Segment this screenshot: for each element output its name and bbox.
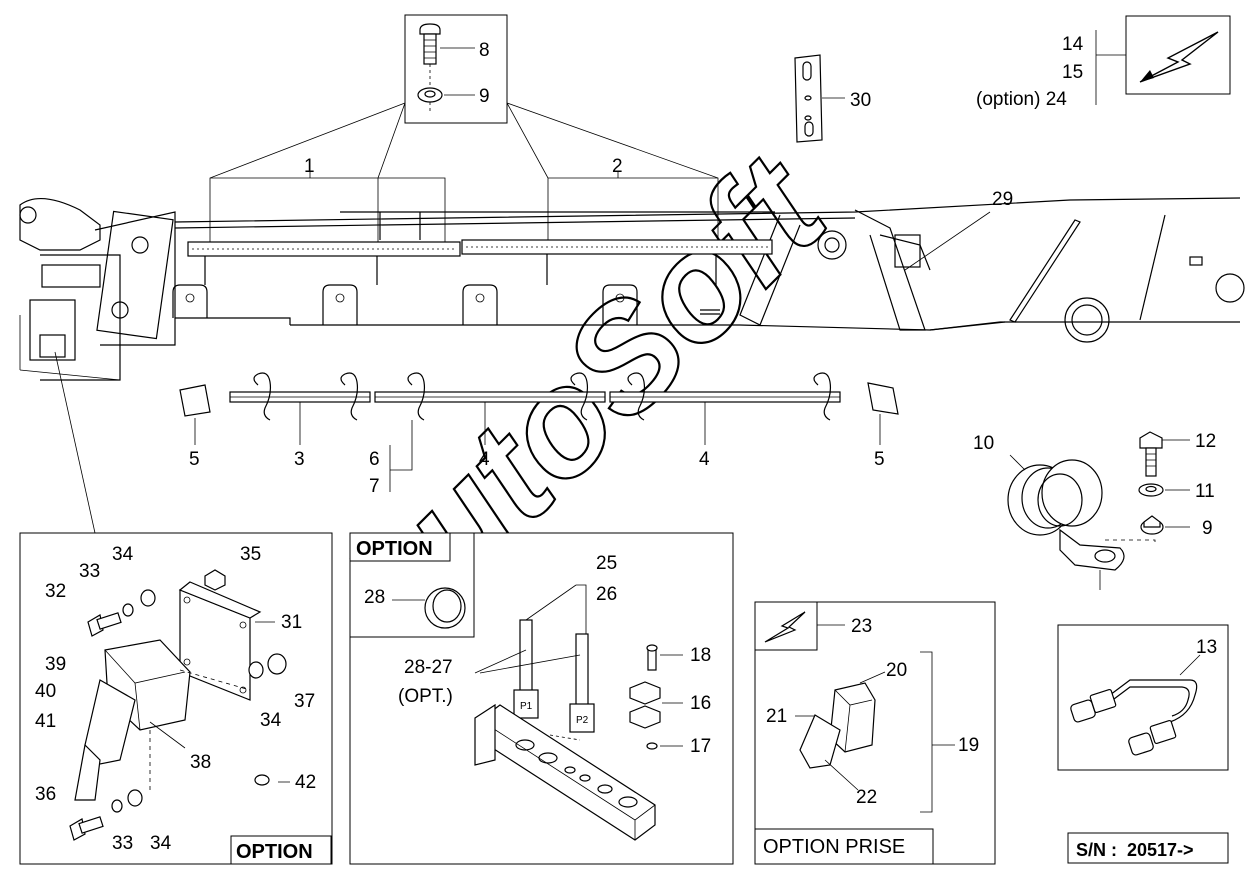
- option-label-left: OPTION: [236, 841, 313, 863]
- callout-18: 18: [690, 645, 711, 666]
- callout-23: 23: [851, 616, 872, 637]
- callout-30: 30: [850, 90, 871, 111]
- clamp-assembly: [1007, 431, 1190, 590]
- callout-5-left: 5: [189, 449, 200, 470]
- callout-17: 17: [690, 736, 711, 757]
- tag-p2: P2: [576, 715, 589, 726]
- callout-41: 41: [35, 711, 56, 732]
- callout-19: 19: [958, 735, 979, 756]
- boom-assembly: [19, 197, 1245, 381]
- callout-36: 36: [35, 784, 56, 805]
- callout-40: 40: [35, 681, 56, 702]
- callout-4-left: 4: [479, 449, 490, 470]
- callout-33-bottom: 33: [112, 833, 133, 854]
- callout-20: 20: [886, 660, 907, 681]
- callout-39: 39: [45, 654, 66, 675]
- callout-28-27: 28-27: [404, 657, 453, 678]
- callout-26: 26: [596, 584, 617, 605]
- callout-24-option: (option) 24: [976, 89, 1067, 110]
- callout-11: 11: [1195, 481, 1215, 502]
- option-prise-panel: [754, 601, 996, 865]
- callout-37: 37: [294, 691, 315, 712]
- callout-8: 8: [479, 40, 490, 61]
- callout-42: 42: [295, 772, 316, 793]
- strip-parts: [179, 372, 899, 492]
- callout-32: 32: [45, 581, 66, 602]
- plate-30: [794, 54, 845, 143]
- callout-numbers: 1 2 8 9 30 14 15 (option) 24 29 5 3 6 7 …: [35, 34, 1217, 854]
- callout-10: 10: [973, 433, 994, 454]
- callout-2: 2: [612, 156, 623, 177]
- middle-option-panel: [349, 532, 734, 865]
- callout-35: 35: [240, 544, 261, 565]
- tag-p1: P1: [520, 701, 533, 712]
- callout-31: 31: [281, 612, 302, 633]
- callout-4-right: 4: [699, 449, 710, 470]
- serial-box: [1067, 832, 1229, 864]
- callout-15: 15: [1062, 62, 1083, 83]
- left-option-panel: [19, 351, 333, 865]
- callout-33-top: 33: [79, 561, 100, 582]
- callout-25: 25: [596, 553, 617, 574]
- option-prise-label: OPTION PRISE: [763, 836, 905, 858]
- callout-9-right: 9: [1202, 518, 1213, 539]
- serial-number-label: S/N : 20517->: [1076, 840, 1194, 860]
- callout-9-top: 9: [479, 86, 490, 107]
- option-label-middle: OPTION: [356, 538, 433, 560]
- callout-22: 22: [856, 787, 877, 808]
- callout-3: 3: [294, 449, 305, 470]
- callout-7: 7: [369, 476, 380, 497]
- callout-28: 28: [364, 587, 385, 608]
- callout-opt: (OPT.): [398, 686, 453, 707]
- callout-34-bottom: 34: [150, 833, 172, 854]
- callout-29: 29: [992, 189, 1013, 210]
- leader-lines-top: [209, 102, 719, 242]
- electrical-warning-box: [1095, 15, 1231, 105]
- callout-1: 1: [304, 156, 315, 177]
- callout-16: 16: [690, 693, 711, 714]
- callout-21: 21: [766, 706, 787, 727]
- callout-38: 38: [190, 752, 211, 773]
- callout-5-right: 5: [874, 449, 885, 470]
- bolt-detail-box: [404, 14, 508, 124]
- callout-34-top: 34: [112, 544, 134, 565]
- callout-13: 13: [1196, 637, 1217, 658]
- callout-34-mid: 34: [260, 710, 282, 731]
- callout-12: 12: [1195, 431, 1216, 452]
- leader-29: [904, 211, 991, 271]
- sensor-panel: [1057, 624, 1229, 771]
- callout-14: 14: [1062, 34, 1084, 55]
- callout-6: 6: [369, 449, 380, 470]
